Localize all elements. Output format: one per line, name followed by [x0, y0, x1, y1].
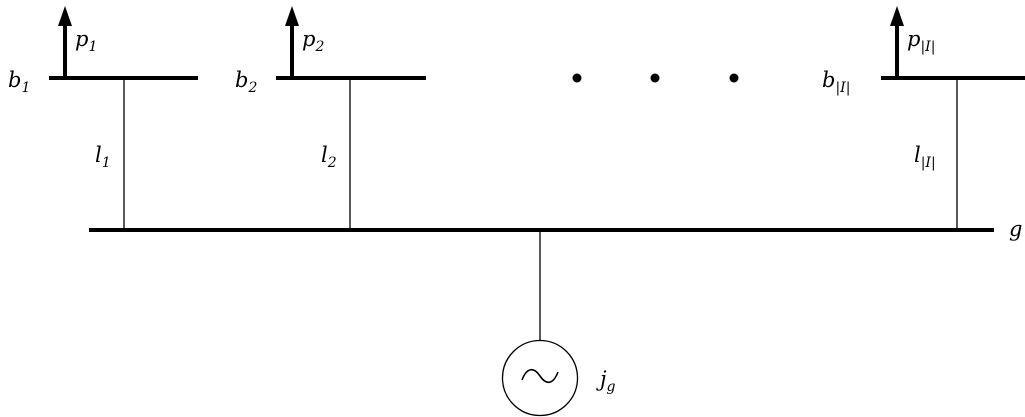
bus-1-label: b1 [8, 68, 30, 96]
main-bus-label: g [1009, 217, 1022, 241]
main-bus-group: g [89, 217, 1022, 241]
sine-wave-icon [521, 368, 559, 384]
line-2-label: l2 [321, 143, 337, 171]
ellipsis [572, 73, 739, 83]
bus-last-group: b|I| p|I| l|I| [822, 6, 1025, 230]
load-last-label: p|I| [907, 27, 935, 55]
ellipsis-dot-3 [729, 73, 739, 83]
load-1-arrowhead-icon [58, 6, 72, 26]
line-last-label: l|I| [914, 143, 936, 171]
ellipsis-dot-1 [572, 73, 582, 83]
load-2-arrowhead-icon [285, 6, 299, 26]
generator-label: jg [596, 367, 616, 395]
line-1-label: l1 [95, 143, 111, 171]
load-2-label: p2 [302, 27, 324, 55]
bus-2-group: b2 p2 l2 [235, 6, 426, 230]
bus-last-label: b|I| [822, 68, 850, 96]
bus-1-group: b1 p1 l1 [8, 6, 198, 230]
bus-2-label: b2 [235, 68, 257, 96]
ellipsis-dot-2 [650, 73, 660, 83]
ac-source-icon [501, 339, 579, 417]
load-1-label: p1 [75, 27, 97, 55]
generator-group: jg [501, 230, 616, 417]
load-last-arrowhead-icon [890, 6, 904, 26]
